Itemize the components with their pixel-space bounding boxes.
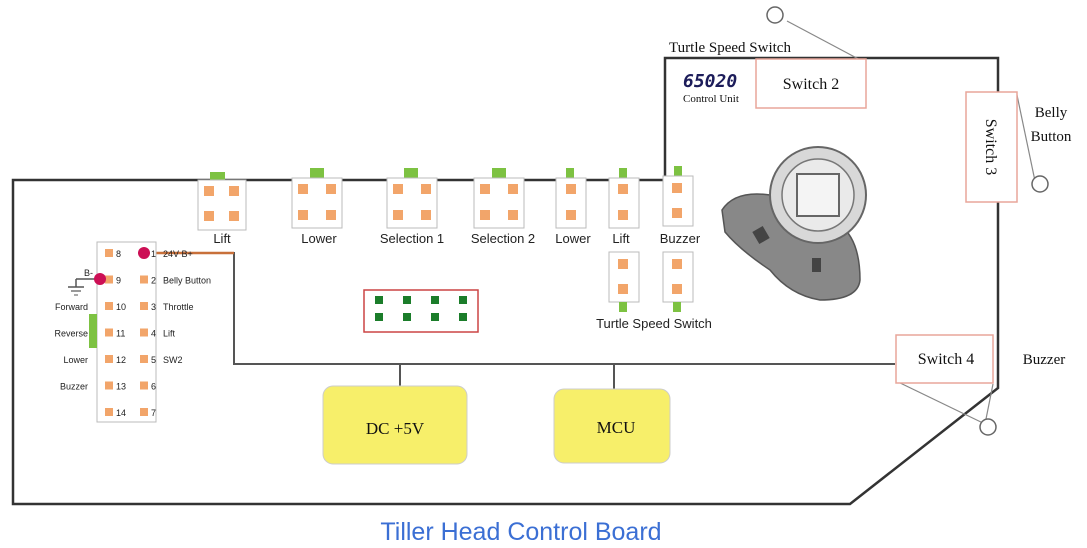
- connector-pin-number: 7: [151, 408, 156, 418]
- connector-pad-right: [140, 302, 148, 310]
- connector-pin-number: 5: [151, 355, 156, 365]
- leader-switch3: [1016, 94, 1036, 182]
- component-label-lift-1: Lift: [213, 231, 231, 246]
- component-buzzer: [662, 166, 694, 227]
- ring-switch2: [766, 6, 784, 24]
- connector-pin-number: 3: [151, 302, 156, 312]
- component-label-lift-2: Lift: [612, 231, 630, 246]
- component-lower-2: [555, 168, 587, 229]
- connector-pin-label: 24V B+: [163, 249, 193, 259]
- connector-pin-number: 2: [151, 276, 156, 286]
- connector-side-label: Lower: [63, 355, 88, 365]
- connector-pin-number: 6: [151, 382, 156, 392]
- ring-switch3: [1031, 175, 1049, 193]
- leader-switch2: [786, 20, 867, 64]
- connector-pin-number: 8: [116, 249, 121, 259]
- connector-pin-label: Throttle: [163, 302, 194, 312]
- ring-switch4: [979, 418, 997, 436]
- component-selection-2: [473, 168, 525, 229]
- connector-pin-number: 12: [116, 355, 126, 365]
- component-lift-2: [608, 168, 640, 229]
- leader-switch4b: [984, 383, 994, 425]
- connector-side-label: Reverse: [54, 329, 88, 339]
- board-outline: [11, 56, 1000, 506]
- connector-pad-right: [140, 408, 148, 416]
- connector-pad-left: [105, 302, 113, 310]
- connector-pin-number: 11: [116, 329, 125, 339]
- connector-green-tab: [89, 314, 97, 348]
- switch3-label: Switch 3: [982, 119, 999, 175]
- connector-pin-label: Lift: [163, 329, 176, 339]
- buzzer-outer-label: Buzzer: [1023, 352, 1065, 368]
- dc-5v-box: [322, 385, 468, 465]
- unit-caption: Control Unit: [683, 93, 739, 105]
- turtle-speed-top-label: Turtle Speed Switch: [669, 40, 791, 56]
- connector-pin-number: 13: [116, 382, 126, 392]
- connector-pad-right: [140, 328, 148, 337]
- switch2-box: [755, 58, 867, 109]
- component-label-selection-1: Selection 1: [380, 231, 444, 246]
- connector-pin-number: 4: [151, 329, 156, 339]
- component-label-buzzer: Buzzer: [660, 231, 701, 246]
- connector-pin-number: 14: [116, 408, 126, 418]
- turtle-switch-b: [662, 251, 694, 312]
- connector-pad-left: [105, 275, 113, 284]
- belly-label-2: Button: [1031, 129, 1072, 145]
- component-selection-1: [386, 168, 438, 229]
- turtle-speed-lower-label: Turtle Speed Switch: [596, 316, 712, 331]
- diagram-title: Tiller Head Control Board: [380, 518, 661, 546]
- belly-label-1: Belly: [1035, 105, 1068, 121]
- component-label-selection-2: Selection 2: [471, 231, 535, 246]
- connector-pin-label: SW2: [163, 355, 183, 365]
- connector-pin-number: 9: [116, 276, 121, 286]
- component-lift-1: [197, 172, 247, 231]
- switch4-box: [895, 334, 994, 384]
- leader-switch4: [895, 380, 986, 425]
- component-label-lower-2: Lower: [555, 231, 591, 246]
- turtle-switch-a: [608, 251, 640, 312]
- connector-pad-right: [140, 355, 148, 363]
- connector-side-label: Buzzer: [60, 382, 88, 392]
- connector-side-label: Forward: [55, 302, 88, 312]
- connector-pad-right: [140, 381, 148, 390]
- switch4-label: Switch 4: [918, 351, 974, 368]
- mcu-box: [553, 388, 671, 464]
- dc-5v-label: DC +5V: [366, 419, 425, 438]
- connector-pin-label: Belly Button: [163, 276, 211, 286]
- dot-24v: [138, 247, 150, 259]
- connector-pin-number: 1: [151, 249, 156, 259]
- component-label-lower-1: Lower: [301, 231, 337, 246]
- switch3-box: [965, 91, 1018, 203]
- connector-pad-left: [105, 408, 113, 416]
- connector-pad-left: [105, 249, 113, 257]
- component-lower-1: [291, 168, 343, 229]
- switch2-label: Switch 2: [783, 76, 839, 93]
- connector-pin-number: 10: [116, 302, 126, 312]
- connector-pad-right: [140, 275, 148, 284]
- mcu-label: MCU: [597, 418, 636, 437]
- connector-pad-left: [105, 381, 113, 390]
- dot-b-minus: [94, 273, 106, 285]
- unit-number: 65020: [683, 71, 737, 92]
- connector-pad-left: [105, 355, 113, 363]
- pin-header-2x4: [363, 289, 479, 333]
- ground-label: B-: [84, 268, 93, 278]
- connector-pad-left: [105, 328, 113, 337]
- throttle-mechanism: [721, 146, 867, 301]
